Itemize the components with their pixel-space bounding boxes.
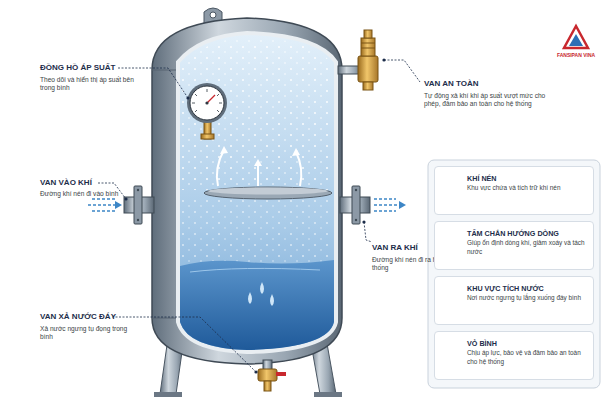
card-title: KHÍ NÉN (467, 174, 589, 183)
callout-title: VAN XẢ NƯỚC ĐÁY (40, 312, 160, 322)
card-title: TẤM CHẮN HƯỚNG DÒNG (467, 229, 589, 238)
callout-title: VAN AN TOÀN (424, 79, 554, 89)
legend-card: KHÍ NÉNKhu vực chứa và tích trữ khí nén (434, 166, 594, 215)
card-text: Chịu áp lực, bảo vệ và đảm bảo an toàn c… (467, 349, 589, 366)
card-title: KHU VỰC TÍCH NƯỚC (467, 284, 589, 293)
callout-text: Tự động xả khí khi áp suất vượt mức cho … (424, 92, 546, 108)
card-text: Khu vực chứa và tích trữ khí nén (467, 184, 589, 192)
callout-title: ĐỒNG HỒ ÁP SUẤT (40, 63, 160, 73)
callout-text: Xả nước ngưng tụ đọng trong bình (40, 325, 132, 341)
callout-text: Theo dõi và hiển thị áp suất bên trong b… (40, 76, 140, 92)
logo-text: FANSIPAN VINA (548, 52, 604, 58)
callout-title: VAN VÀO KHÍ (40, 178, 150, 188)
card-text: Nơi nước ngưng tụ lắng xuống đáy bình (467, 294, 589, 302)
callout-text: Đường khí nén đi vào bình (40, 190, 120, 198)
card-title: VỎ BÌNH (467, 339, 589, 348)
legend-card: VỎ BÌNHChịu áp lực, bảo vệ và đảm bảo an… (434, 331, 594, 380)
legend-card: KHU VỰC TÍCH NƯỚCNơi nước ngưng tụ lắng … (434, 276, 594, 325)
card-text: Giúp ổn định dòng khí, giảm xoáy và tách… (467, 239, 589, 256)
legend-card: TẤM CHẮN HƯỚNG DÒNGGiúp ổn định dòng khí… (434, 221, 594, 270)
